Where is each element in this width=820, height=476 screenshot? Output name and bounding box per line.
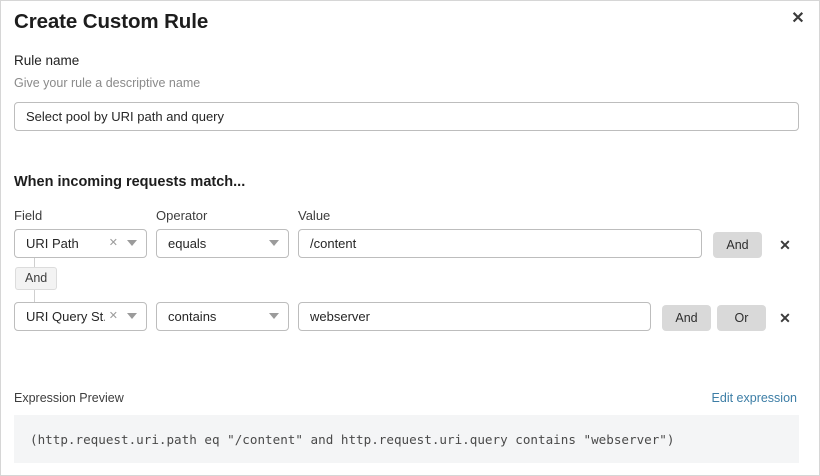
and-button-row-1[interactable]: And	[713, 232, 762, 258]
close-icon[interactable]: ✕	[786, 7, 810, 31]
column-header-value: Value	[298, 208, 331, 223]
expression-preview-label: Expression Preview	[14, 391, 124, 405]
field-select-row-1[interactable]: URI Path ✕	[14, 229, 147, 258]
delete-row-2-icon[interactable]: ✕	[775, 308, 795, 328]
chevron-down-icon[interactable]	[122, 313, 146, 320]
rule-name-hint: Give your rule a descriptive name	[14, 76, 201, 90]
chevron-down-icon[interactable]	[264, 313, 288, 320]
edit-expression-link[interactable]: Edit expression	[711, 391, 797, 405]
operator-select-value-row-1: equals	[168, 236, 207, 251]
rule-name-label: Rule name	[14, 53, 80, 68]
clear-x-icon[interactable]: ✕	[108, 237, 118, 249]
value-input-row-1[interactable]	[298, 229, 702, 258]
delete-row-1-icon[interactable]: ✕	[775, 235, 795, 255]
column-header-operator: Operator	[156, 208, 208, 223]
and-button-row-2[interactable]: And	[662, 305, 711, 331]
expression-code-text: (http.request.uri.path eq "/content" and…	[30, 431, 675, 447]
operator-select-row-2[interactable]: contains	[156, 302, 289, 331]
operator-select-row-1[interactable]: equals	[156, 229, 289, 258]
chevron-down-icon[interactable]	[122, 240, 146, 247]
field-select-value-row-1: URI Path	[26, 236, 79, 251]
clear-x-icon[interactable]: ✕	[108, 310, 118, 322]
value-input-row-2[interactable]	[298, 302, 651, 331]
match-section-heading: When incoming requests match...	[14, 174, 246, 190]
and-connector-tag[interactable]: And	[15, 267, 58, 290]
field-select-value-row-2: URI Query St...	[26, 309, 105, 324]
expression-code-box: (http.request.uri.path eq "/content" and…	[14, 415, 799, 463]
field-select-row-2[interactable]: URI Query St... ✕	[14, 302, 147, 331]
rule-name-input[interactable]	[14, 102, 799, 131]
column-header-field: Field	[14, 208, 43, 223]
chevron-down-icon[interactable]	[264, 240, 288, 247]
or-button-row-2[interactable]: Or	[717, 305, 766, 331]
dialog-title: Create Custom Rule	[14, 10, 209, 33]
operator-select-value-row-2: contains	[168, 309, 217, 324]
